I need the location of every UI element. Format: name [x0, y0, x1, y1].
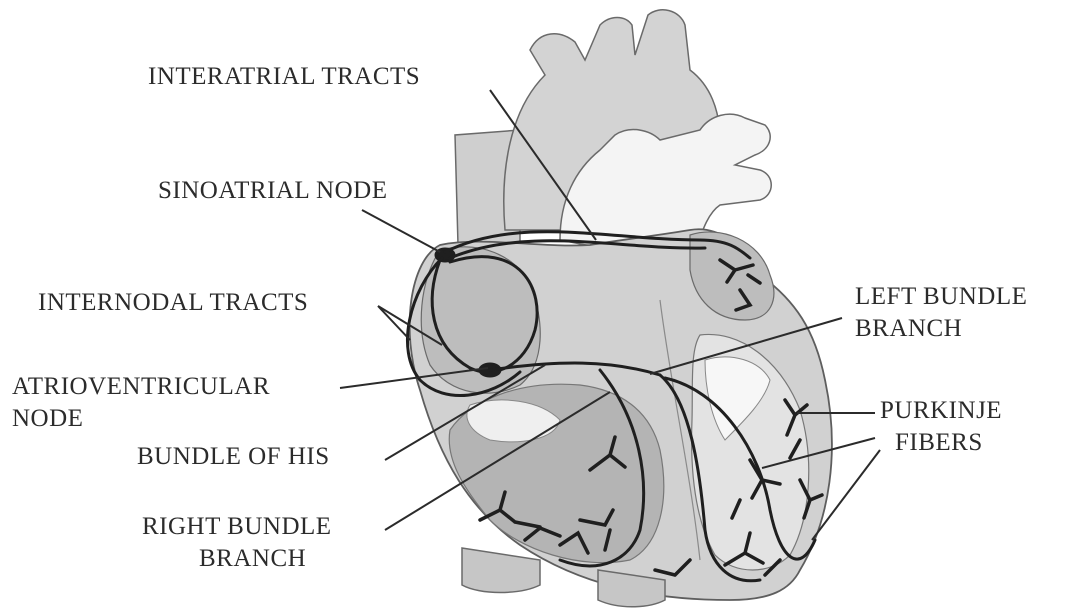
label-left-bundle-line1: LEFT BUNDLE — [855, 282, 1027, 312]
label-left-bundle-line2: BRANCH — [855, 314, 962, 344]
label-interatrial-tracts: INTERATRIAL TRACTS — [148, 62, 420, 92]
label-atrioventricular-line1: ATRIOVENTRICULAR — [12, 372, 270, 402]
inferior-vena-cava — [462, 548, 540, 593]
label-purkinje-line2: FIBERS — [895, 428, 983, 458]
label-internodal-tracts: INTERNODAL TRACTS — [38, 288, 308, 318]
label-sinoatrial-node: SINOATRIAL NODE — [158, 176, 387, 206]
label-atrioventricular-line2: NODE — [12, 404, 83, 434]
label-right-bundle-line2: BRANCH — [199, 544, 306, 574]
label-purkinje-line1: PURKINJE — [880, 396, 1002, 426]
label-bundle-of-his: BUNDLE OF HIS — [137, 442, 330, 472]
leader-sinoatrial — [362, 210, 440, 252]
label-right-bundle-line1: RIGHT BUNDLE — [142, 512, 332, 542]
heart-anatomy — [410, 10, 832, 607]
